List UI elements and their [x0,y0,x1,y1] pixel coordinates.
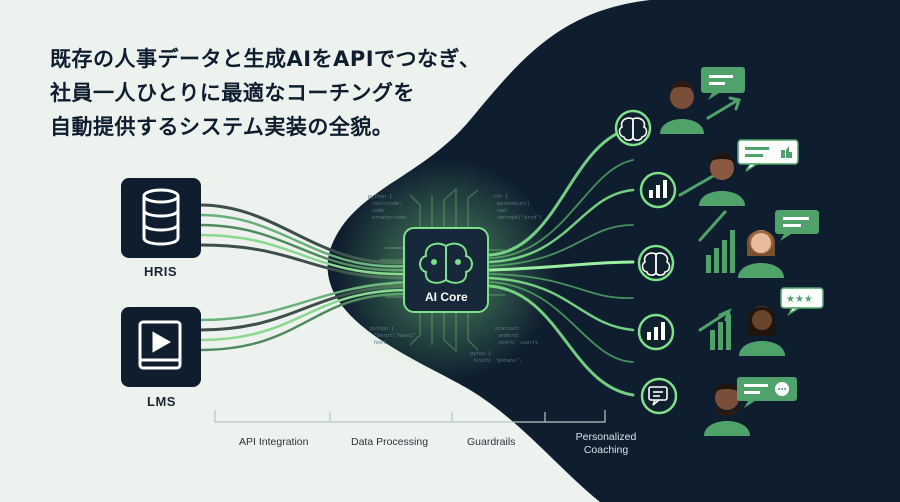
headline-line-1: 既存の人事データと生成AIをAPIでつなぎ、 [50,47,481,71]
headline-line-3: 自動提供するシステム実装の全貌。 [50,115,394,139]
svg-text:★★★: ★★★ [786,294,813,305]
process-timeline [214,410,606,423]
person-5 [704,383,750,436]
hris-label: HRIS [144,264,178,279]
output-node-5 [640,377,678,415]
brain-icon [419,242,473,284]
stage-label-guardrails: Guardrails [467,436,516,448]
bubble-4: ★★★ [780,287,824,316]
lms-box [121,307,201,387]
bar-chart-icon [649,180,667,198]
person-1 [660,81,704,134]
output-flows [488,126,635,397]
headline-line-2: 社員一人ひとりに最適なコーチングを [50,81,415,105]
stage-label-data-processing: Data Processing [351,436,429,448]
output-node-3 [637,244,675,282]
bubble-1 [701,67,745,100]
brain-icon [618,117,648,141]
stage-label-personalized-coaching: Personalized Coaching [575,431,637,456]
person-4 [739,306,785,356]
thumbs-up-icon [781,146,792,158]
headline: 既存の人事データと生成AIをAPIでつなぎ、 社員一人ひとりに最適なコーチングを… [50,42,480,144]
bar-chart-icon [647,322,665,340]
chat-icon [648,386,668,406]
brain-icon [641,252,671,276]
green-bars [706,230,735,350]
ai-core-chip [403,227,489,313]
output-node-4 [637,313,675,351]
bubble-2 [737,139,799,172]
lms-label: LMS [147,394,176,409]
book-play-icon [138,320,182,370]
stage-label-api-integration: API Integration [239,436,309,448]
hris-box [121,178,201,258]
star-rating-icon: ★★★ [786,294,813,305]
ai-core-label: AI Core [425,290,468,304]
person-2 [699,153,745,206]
output-node-2 [639,171,677,209]
output-node-1 [614,109,652,147]
bubble-3 [775,210,819,241]
person-3 [738,230,784,278]
database-icon [142,188,180,246]
chat-dots-icon [775,382,789,396]
growth-arrows [678,96,741,332]
bubble-5 [737,377,797,408]
